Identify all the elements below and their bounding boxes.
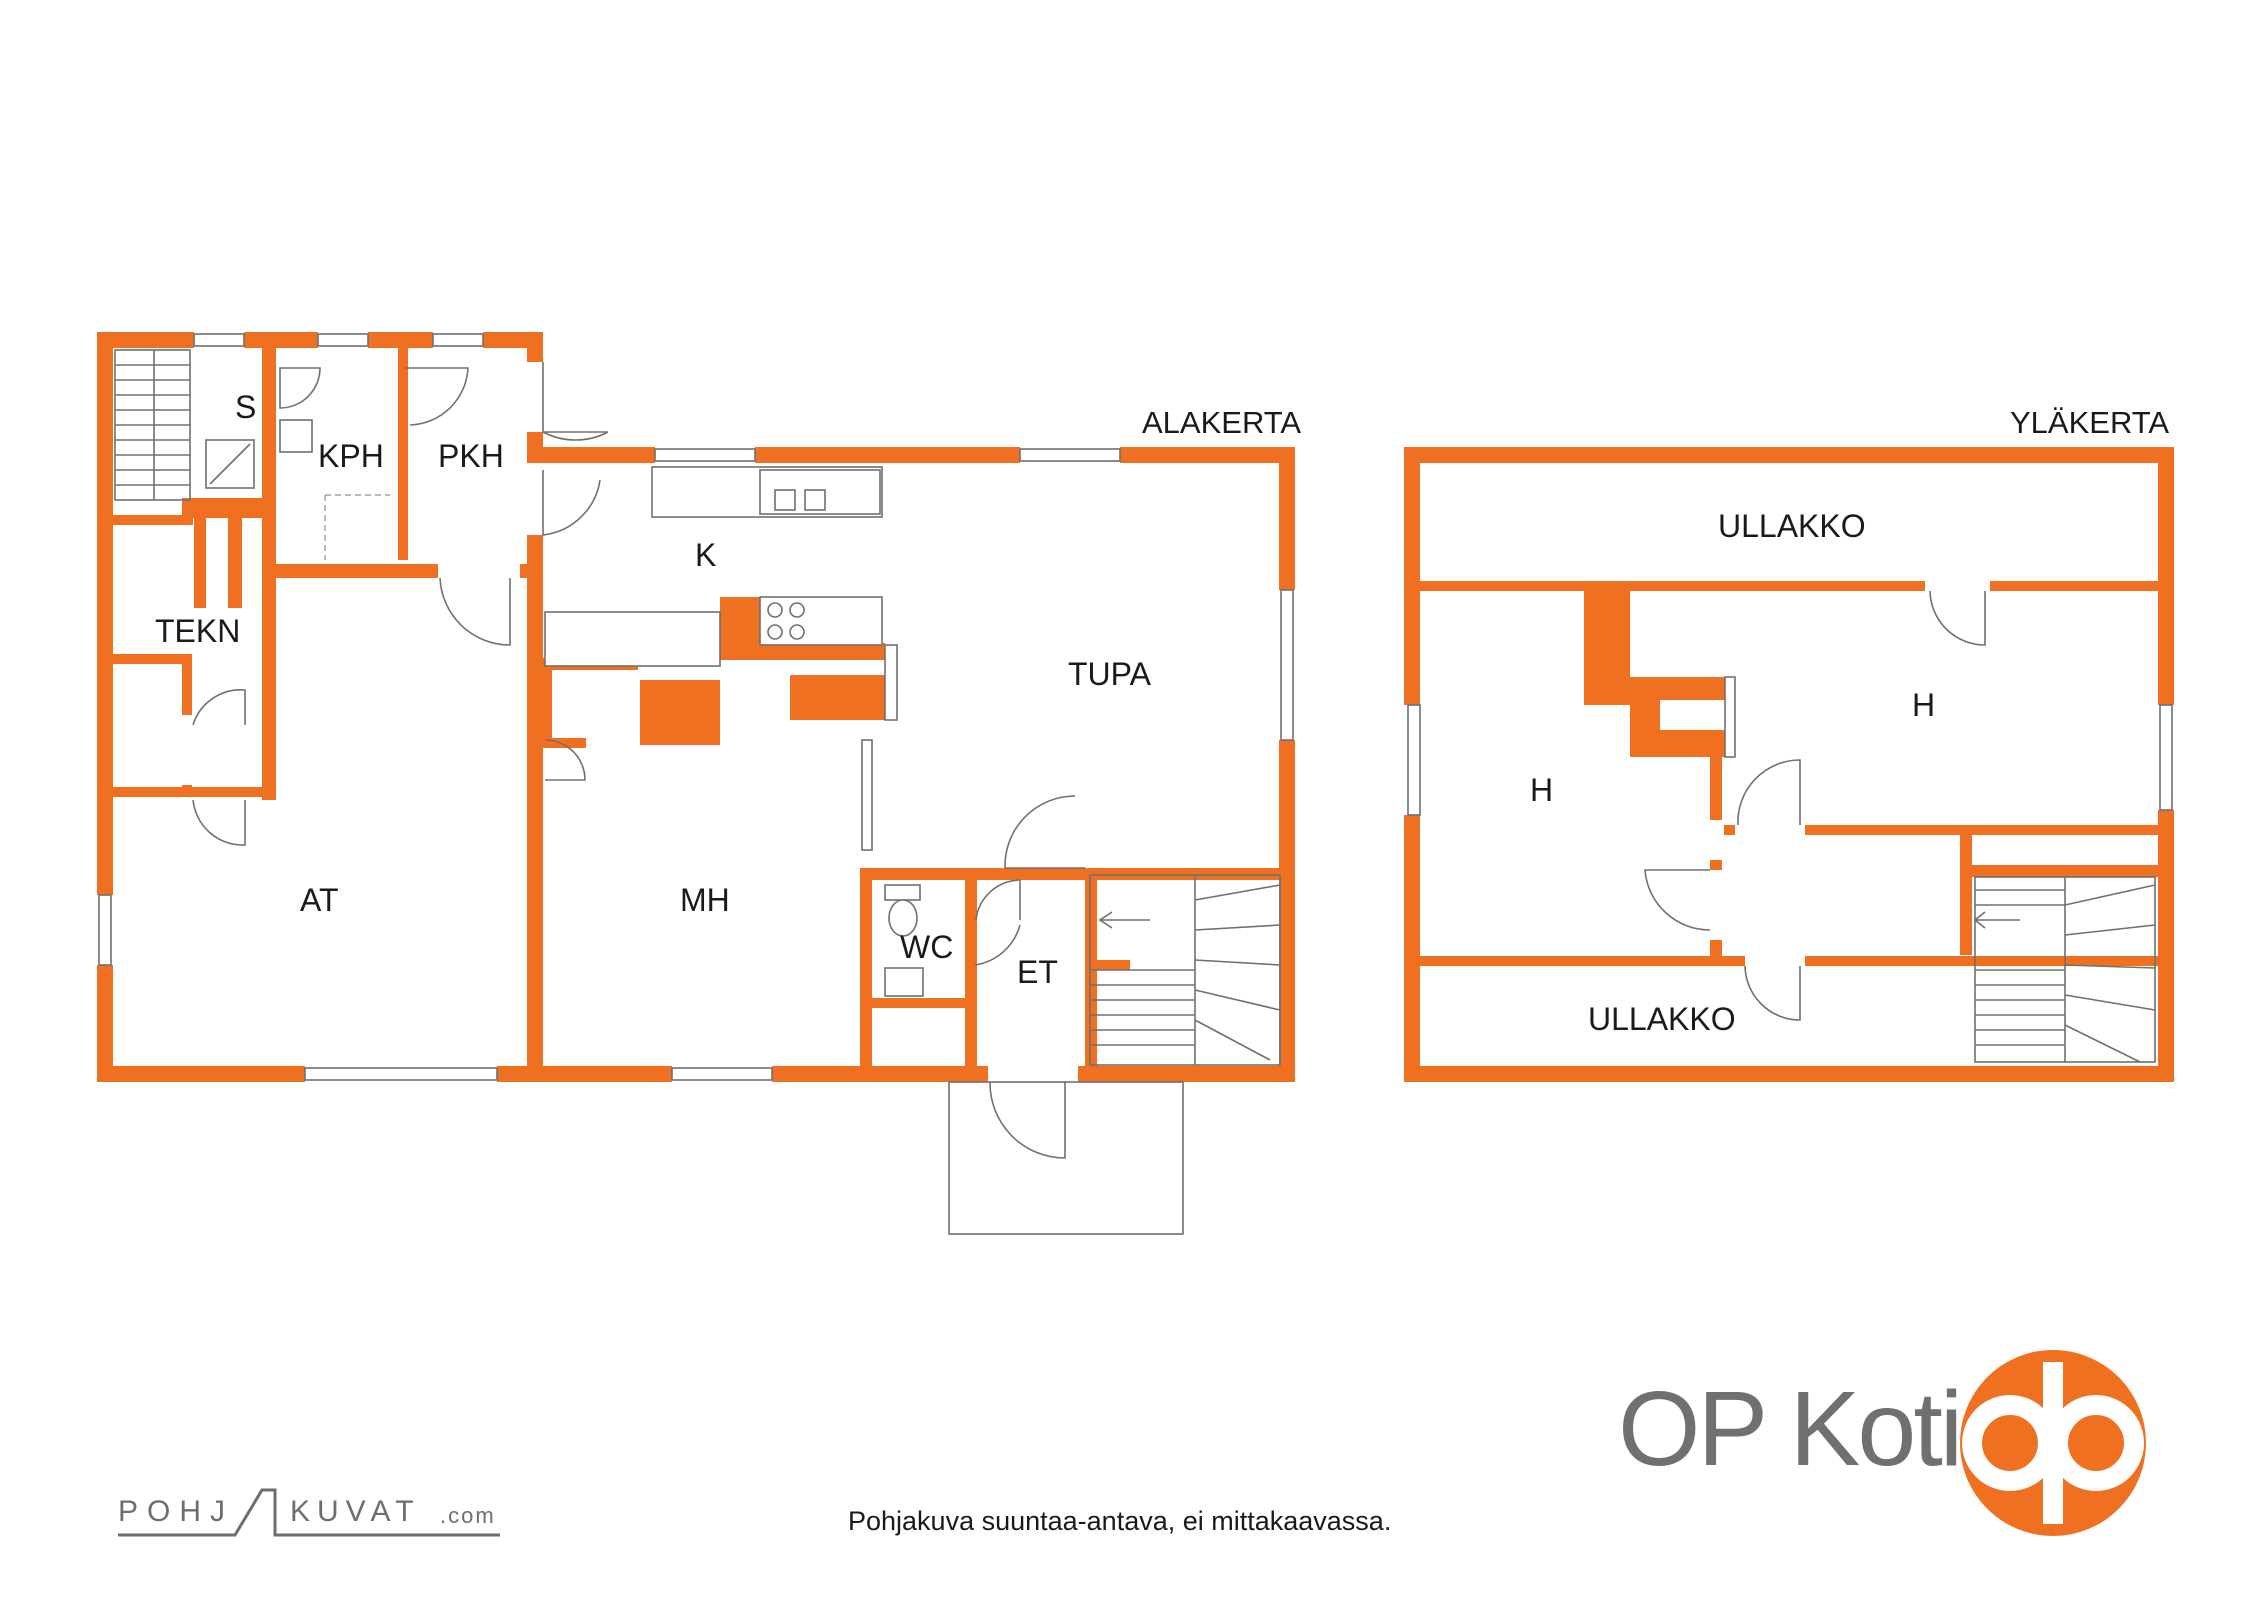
source-mark-right: KUVAT (290, 1495, 421, 1528)
wall (1279, 447, 1295, 1082)
stairs-lower-right (1089, 874, 1281, 1066)
wall (527, 532, 543, 1082)
wall (965, 868, 977, 1068)
room-label-pkh: PKH (438, 438, 504, 474)
disclaimer-text: Pohjakuva suuntaa-antava, ei mittakaavas… (848, 1506, 1392, 1536)
room-label-wc: WC (900, 929, 953, 965)
wall (860, 998, 965, 1008)
upper-openings (1402, 579, 2176, 968)
wall (1085, 960, 1130, 970)
room-labels: ALAKERTA YLÄKERTA S KPH PKH K TEKN TUPA … (155, 389, 2169, 1037)
room-label-h-left: H (1530, 772, 1553, 808)
terrace (948, 1081, 1184, 1235)
wall (262, 345, 276, 800)
wall (228, 518, 242, 608)
floor-label-upper: YLÄKERTA (2010, 405, 2169, 440)
room-label-ullakko-top: ULLAKKO (1718, 508, 1866, 544)
wall (542, 738, 586, 748)
wall (518, 564, 532, 578)
wall (113, 787, 273, 797)
room-label-kph: KPH (318, 438, 384, 474)
wall (527, 447, 1295, 463)
source-mark-lines (118, 1488, 500, 1537)
op-logo (1960, 1350, 2146, 1536)
wall (1404, 447, 2174, 463)
source-mark-left: POHJ (118, 1495, 235, 1528)
wall (1960, 825, 1972, 955)
wall (182, 498, 272, 518)
chimney (1584, 588, 1725, 757)
room-label-mh: MH (680, 882, 730, 918)
wall (270, 564, 438, 578)
stairs-upper (1973, 876, 2156, 1063)
door-swings (192, 362, 1085, 1159)
upper-door-swings (1644, 590, 1986, 1021)
room-label-tupa: TUPA (1068, 656, 1152, 692)
room-label-tekn: TEKN (155, 613, 240, 649)
wall (398, 345, 408, 560)
windows (98, 333, 1294, 1081)
room-label-k: K (695, 537, 716, 573)
stairs-lower-left (114, 349, 191, 501)
wall (113, 654, 188, 664)
source-mark-domain: .com (440, 1503, 496, 1528)
wall (1420, 581, 2158, 591)
room-label-at: AT (300, 882, 339, 918)
room-label-h-right: H (1912, 687, 1935, 723)
brand-name: OP Koti (1618, 1370, 1963, 1488)
wall (1710, 825, 2160, 835)
bathroom-fixtures (205, 419, 924, 997)
fireplace-hearth (640, 680, 720, 743)
wall (1960, 865, 2160, 877)
wall (194, 518, 206, 608)
wall (97, 332, 113, 1082)
wall (1404, 1066, 2174, 1082)
upper-windows (1407, 704, 2173, 816)
wall (113, 515, 193, 525)
room-label-et: ET (1017, 954, 1058, 990)
floor-label-lower: ALAKERTA (1142, 405, 1301, 440)
room-label-s: S (235, 389, 256, 425)
upper-floor (1404, 447, 2174, 1082)
wall (860, 868, 872, 1068)
room-label-ullakko-bottom: ULLAKKO (1588, 1001, 1736, 1037)
wall (542, 665, 552, 745)
kitchen-fixtures (544, 466, 898, 851)
wall (860, 868, 1280, 880)
